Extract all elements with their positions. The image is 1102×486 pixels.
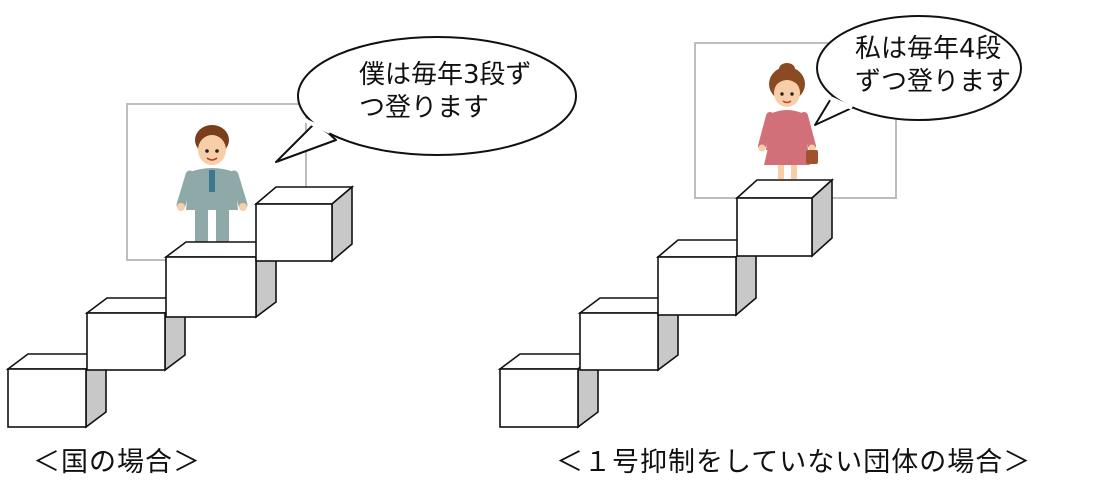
left-step-block-1 (5, 352, 109, 429)
left-panel: 僕は毎年3段ず つ登ります (5, 36, 577, 429)
right-step-block-3 (655, 238, 759, 317)
right-staircase (497, 178, 835, 429)
left-step-block-2 (84, 296, 188, 372)
right-caption: ＜１号抑制をしていない団体の場合＞ (556, 447, 1032, 478)
right-step-block-2 (577, 296, 681, 372)
girl-character (758, 63, 818, 179)
right-step-block-1 (497, 352, 601, 429)
left-step-block-4 (253, 185, 355, 263)
boy-character (176, 125, 248, 242)
right-step-block-4 (734, 178, 835, 258)
right-speech-line1: 私は毎年4段 (855, 34, 1002, 64)
left-speech-bubble: 僕は毎年3段ず つ登ります (275, 36, 577, 163)
right-speech-bubble: 私は毎年4段 ずつ登ります (814, 15, 1022, 126)
left-caption: ＜国の場合＞ (33, 447, 201, 478)
right-panel: 私は毎年4段 ずつ登ります (497, 15, 1022, 429)
left-staircase (5, 185, 355, 429)
left-speech-line1: 僕は毎年3段ず (359, 60, 532, 90)
left-speech-line2: つ登ります (359, 93, 489, 123)
right-speech-line2: ずつ登ります (855, 67, 1011, 97)
